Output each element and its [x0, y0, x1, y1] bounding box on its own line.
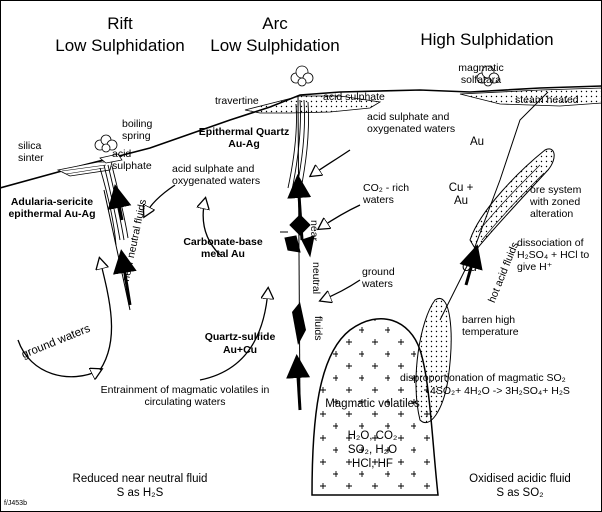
label-neutral: neutral — [310, 262, 322, 295]
silica-sinter — [56, 161, 113, 177]
ore-system-ellipse — [469, 148, 555, 251]
heading-high: High Sulphidation — [420, 30, 554, 49]
label-acid-sulphate-oxy-left: acid sulphate and oxygenated waters — [172, 163, 261, 188]
label-adularia-sericite: Adularia-sericite epithermal Au-Ag — [8, 196, 96, 221]
heading-arc-low: Low Sulphidation — [210, 36, 340, 55]
label-reduced-fluid: Reduced near neutral fluid — [72, 473, 208, 485]
label-cu: Cu — [462, 262, 477, 274]
label-silica-sinter: silica sinter — [18, 140, 44, 165]
plume-left — [94, 134, 118, 153]
label-ground-waters-mid: ground waters — [362, 266, 395, 291]
label-steam-heated: steam heated — [515, 94, 579, 106]
label-magmatic-solfatara: magmatic solfatara — [458, 62, 504, 87]
label-quartz-sulfide: Quartz-sulfide — [204, 331, 276, 343]
magmatic-intrusion — [311, 317, 439, 496]
label-entrainment: Entrainment of magmatic volatiles in cir… — [100, 384, 270, 409]
label-acid-sulphate-oxy-right: acid sulphate and oxygenated waters — [367, 111, 456, 136]
label-oxidised-fluid: Oxidised acidic fluid — [469, 473, 571, 485]
travertine-deposit — [244, 95, 382, 114]
label-cu-plus-au: Cu + Au — [448, 182, 474, 208]
vein-left — [99, 164, 129, 246]
label-oxidised-fluid-s: S as SO₂ — [496, 487, 544, 499]
label-reduced-fluid-s: S as H₂S — [116, 487, 164, 499]
label-volatile-line3: HCl, HF — [352, 458, 393, 470]
figure-code: f/J453b — [4, 500, 27, 507]
silica-sinter-2 — [99, 153, 123, 164]
plume-mid — [290, 65, 314, 87]
heading-arc: Arc — [262, 14, 288, 33]
label-equation: 4SO₂+ 4H₂O -> 3H₂SO₄+ H₂S — [430, 385, 570, 397]
upflow-arrows — [107, 174, 483, 411]
label-ore-system: ore system with zoned alteration — [530, 184, 582, 221]
label-epithermal-quartz: Epithermal Quartz Au-Ag — [198, 126, 290, 151]
ground-surface — [0, 85, 602, 189]
heading-rift-low: Low Sulphidation — [55, 36, 185, 55]
groundwater-arrows — [17, 149, 361, 381]
label-volatile-line2: SO₂, H₂O — [347, 444, 398, 456]
label-co2-rich: CO₂ - rich waters — [363, 182, 410, 207]
label-travertine: travertine — [215, 95, 259, 107]
carbonate-symbol — [280, 214, 315, 258]
label-au: Au — [470, 136, 485, 148]
label-carbonate-base: Carbonate-base metal Au — [183, 236, 263, 261]
label-near: near — [308, 220, 320, 242]
quartz-sulfide-lens — [292, 302, 306, 345]
steam-heated-zone — [459, 87, 602, 107]
label-au-cu: Au+Cu — [222, 344, 258, 356]
heading-rift: Rift — [107, 14, 133, 33]
label-dissociation: dissociation of H₂SO₄ + HCl to give H⁺ — [517, 237, 590, 274]
label-disproportionation: disproportionation of magmatic SO₂ — [400, 372, 566, 384]
fluid-line-right — [439, 91, 549, 321]
label-boiling-spring: boiling spring — [122, 118, 153, 143]
label-fluids: fluids — [312, 316, 324, 341]
label-barren: barren high temperature — [462, 314, 519, 339]
label-volatile-line1: H₂O, CO₂ — [347, 430, 398, 442]
label-acid-sulphate-top: acid sulphate — [323, 91, 385, 103]
label-magmatic-volatiles: Magmatic volatiles — [325, 398, 420, 410]
plume-right — [476, 65, 500, 87]
label-acid-sulphate-left: acid sulphate — [112, 148, 152, 173]
